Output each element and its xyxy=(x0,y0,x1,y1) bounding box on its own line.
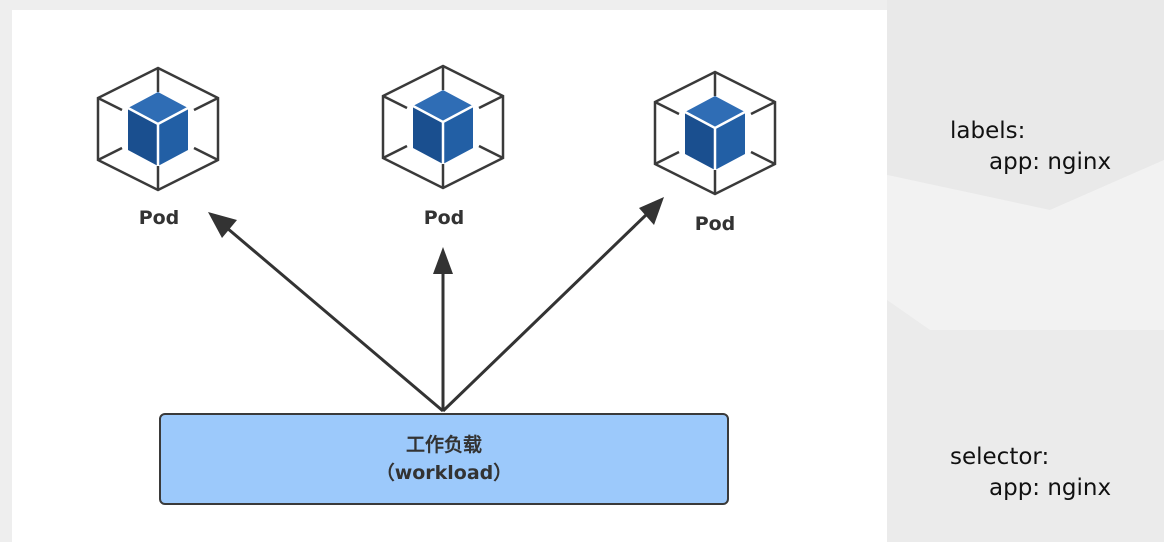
arrow-to-pod-left xyxy=(208,212,444,413)
pod-icon xyxy=(381,64,505,190)
arrow-to-pod-right xyxy=(441,197,664,413)
labels-key: labels: xyxy=(950,118,1026,144)
arrow-to-pod-center xyxy=(433,247,453,411)
pod-label: Pod xyxy=(694,213,736,235)
workload-title: 工作负载 xyxy=(405,434,482,456)
diagram-panel: Pod Pod Pod 工作负载 （workload） xyxy=(12,10,887,542)
pod-label: Pod xyxy=(423,207,465,229)
selector-value: app: nginx xyxy=(989,475,1112,501)
workload-box: 工作负载 （workload） xyxy=(159,413,729,505)
pod-icon xyxy=(96,66,220,192)
labels-note: labels: app: nginx xyxy=(950,116,1111,178)
workload-subtitle: （workload） xyxy=(375,462,513,484)
selector-key: selector: xyxy=(950,444,1050,470)
pod-icon xyxy=(653,70,777,196)
labels-value: app: nginx xyxy=(989,149,1112,175)
diagram-canvas xyxy=(96,64,777,413)
pod-label: Pod xyxy=(138,207,180,229)
selector-note: selector: app: nginx xyxy=(950,442,1111,504)
